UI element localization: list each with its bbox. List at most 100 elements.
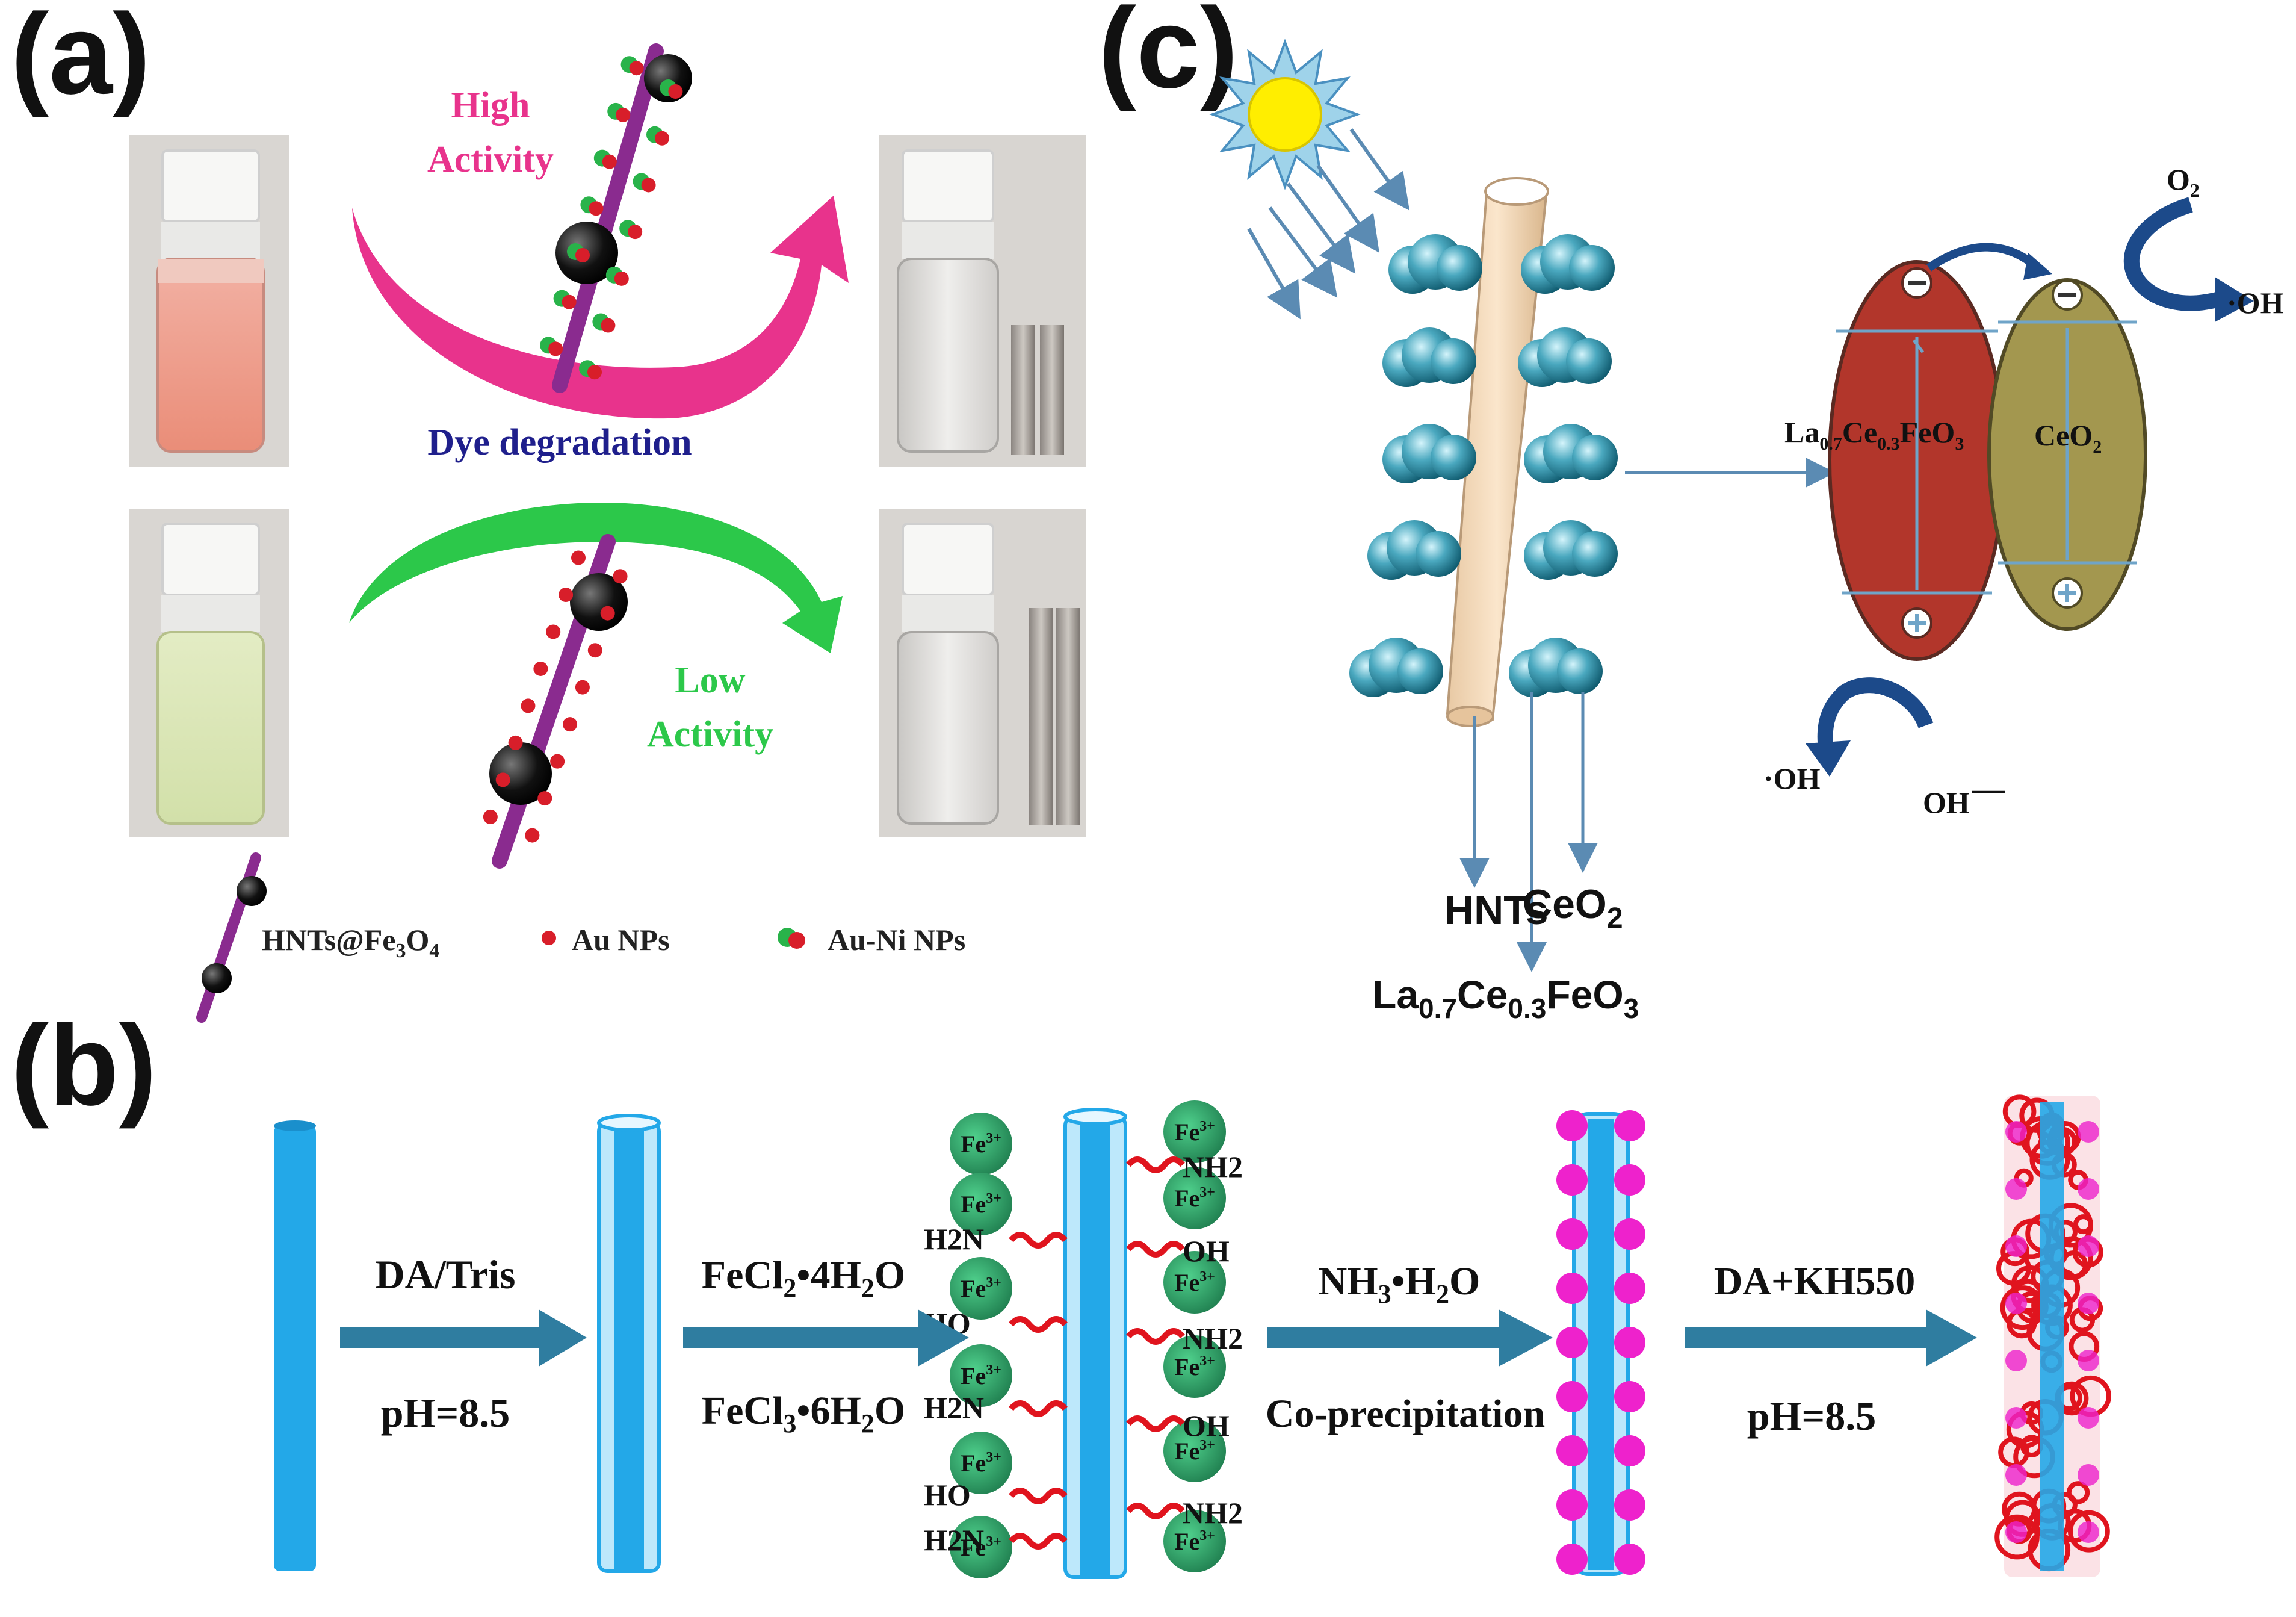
au-particle (587, 643, 602, 658)
vial-pink-dye (129, 135, 289, 467)
particle-cluster (1524, 424, 1618, 483)
fe3o4-particle (1556, 1489, 1588, 1521)
au-particle (613, 569, 628, 584)
step3-reagent: NH3•H2O (1319, 1259, 1481, 1309)
fe3-ion (950, 1344, 1012, 1407)
au-particle (533, 661, 548, 676)
pda-kh550-nanotube (1994, 1094, 2111, 1577)
au-particle (521, 698, 536, 713)
fe3-ion (1163, 1100, 1226, 1163)
pda-coated-nanotube (597, 1114, 661, 1573)
fe3o4-particle (1556, 1435, 1588, 1466)
particle-cluster (1509, 638, 1603, 697)
left-functional-group: H2N (924, 1222, 984, 1256)
left-functional-group: H2N (924, 1391, 984, 1424)
svg-text:Au NPs: Au NPs (572, 923, 670, 957)
electron-icon (2052, 279, 2083, 311)
fe-complexed-nanotube (1063, 1108, 1127, 1579)
panel-a: (a) (11, 0, 1086, 1023)
step2-reagent-1: FeCl2•4H2O (702, 1253, 905, 1303)
au-particle (508, 735, 523, 750)
fe3o4-particle (2005, 1521, 2027, 1543)
fe3-ion (1163, 1167, 1226, 1229)
right-functional-group: NH2 (1183, 1150, 1243, 1184)
step3-method: Co-precipitation (1266, 1392, 1545, 1436)
step1-condition: pH=8.5 (381, 1390, 510, 1436)
fe3o4-particle (2005, 1178, 2027, 1200)
halloysite-nanotube (274, 1120, 316, 1571)
linker-chain (1009, 1488, 1068, 1504)
linker-chain (1126, 1241, 1185, 1258)
linker-chain (1126, 1503, 1185, 1519)
pda-coating-loop (2066, 1481, 2090, 1504)
fe3o4-particle (2078, 1464, 2099, 1486)
particle-cluster (1349, 638, 1443, 697)
fe3o4-particle (2078, 1521, 2099, 1543)
hnts-label: HNTs (1444, 887, 1549, 933)
linker-chain (1009, 1316, 1068, 1333)
fe3o4-particle (1614, 1273, 1645, 1304)
fe3o4-particle (2005, 1121, 2027, 1143)
fe3o4-particle (2078, 1407, 2099, 1429)
amine-linkers (1009, 1156, 1185, 1550)
fe3o4-particle (2005, 1350, 2027, 1371)
fe3o4-particle (2005, 1464, 2027, 1486)
au-particle (571, 550, 586, 565)
o2-label: O2 (2167, 163, 2200, 201)
fe3-ion (1163, 1420, 1226, 1482)
au-particle (525, 828, 540, 843)
linker-chain (1126, 1156, 1185, 1173)
au-particle (495, 772, 510, 787)
fe3-ion (1163, 1335, 1226, 1398)
svg-text:Fe3+: Fe3+ (961, 1534, 1001, 1561)
hole-icon (1901, 607, 1932, 639)
panel-c: (c) HNTs CeO2 La0.7Ce0 (1098, 0, 2284, 1024)
hnts-aunip-rod-high (540, 43, 692, 393)
au-particle (483, 809, 498, 824)
svg-text:HNTs@Fe3O4: HNTs@Fe3O4 (262, 923, 439, 962)
heterojunction-diagram: La0.7Ce0.3FeO3 CeO2 O2 ·OH ·OH OH— (1763, 163, 2284, 819)
light-rays (1247, 128, 1410, 320)
oh-oxidation-arrow (1817, 677, 1934, 754)
low-label-line1: Low (675, 660, 745, 701)
particle-cluster (1382, 327, 1476, 387)
lcfo-ellipse-label: La0.7Ce0.3FeO3 (1784, 415, 1964, 454)
electron-transfer-arrow (1926, 243, 2037, 272)
pda-coating-loop (2073, 1214, 2093, 1235)
fe3o4-particle (1614, 1381, 1645, 1412)
fe3o4-particle (1614, 1327, 1645, 1358)
au-particle (563, 717, 578, 732)
fe3o4-particle (2078, 1235, 2099, 1257)
au-particle (559, 587, 574, 602)
svg-text:Fe3+: Fe3+ (961, 1275, 1001, 1302)
left-functional-group: H2N (924, 1523, 984, 1557)
particle-cluster (1382, 424, 1476, 483)
fe3o4-particle (2005, 1235, 2027, 1257)
vial-clear-with-magnet-bottom (879, 509, 1086, 837)
high-activity-arrow (352, 196, 849, 419)
linker-chain (1009, 1533, 1068, 1550)
svg-text:Fe3+: Fe3+ (1174, 1185, 1215, 1212)
oh-radical-right: ·OH (2227, 286, 2284, 320)
particle-cluster (1518, 327, 1612, 387)
o2-reduction-arrow (2123, 197, 2226, 311)
left-functional-group: HO (924, 1478, 971, 1512)
fe3o4-particle (2078, 1293, 2099, 1314)
step2-reagent-2: FeCl3•6H2O (702, 1389, 905, 1438)
au-particle (550, 754, 565, 769)
fe3o4-particle (1614, 1164, 1645, 1196)
panel-b: (b) Fe3+Fe3+Fe3+Fe3+Fe3+Fe3+Fe3+Fe3+Fe3+… (11, 1002, 2111, 1579)
fe3o4-particle (2078, 1178, 2099, 1200)
fe3-ion (950, 1257, 1012, 1320)
svg-text:Fe3+: Fe3+ (961, 1362, 1001, 1389)
fe3o4-particle (1556, 1218, 1588, 1250)
fe3-ion (950, 1173, 1012, 1235)
fe3o4-particle (1614, 1110, 1645, 1141)
fe3o4-particle (2005, 1293, 2027, 1314)
particle-cluster (1521, 234, 1615, 294)
fe3-ion (1163, 1510, 1226, 1572)
lcfo-label: La0.7Ce0.3FeO3 (1372, 972, 1639, 1024)
fe3-ion (1163, 1251, 1226, 1314)
low-label-line2: Activity (647, 714, 773, 755)
process-arrows (340, 1309, 1977, 1367)
